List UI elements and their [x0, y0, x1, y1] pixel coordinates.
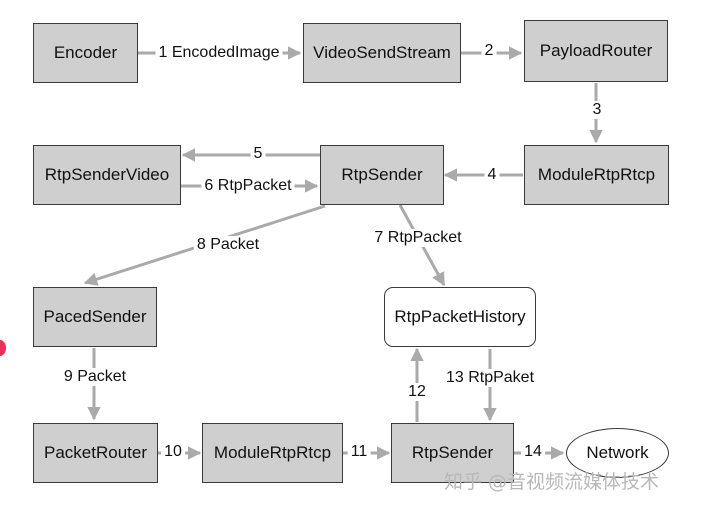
- edge-label-7: 7 RtpPacket: [371, 229, 465, 247]
- module-rtp-rtcp-top-node: ModuleRtpRtcp: [524, 145, 669, 205]
- edge-label-13: 13 RtpPaket: [442, 369, 538, 387]
- encoder-node: Encoder: [33, 23, 138, 83]
- packet-router-node: PacketRouter: [33, 423, 158, 483]
- edge-label-9: 9 Packet: [60, 368, 130, 386]
- video-send-stream-node: VideoSendStream: [303, 23, 461, 83]
- edge-label-14: 14: [521, 443, 545, 461]
- edge-label-4: 4: [484, 166, 500, 184]
- rtp-sender-top-node: RtpSender: [320, 145, 444, 205]
- rtp-packet-history-node: RtpPacketHistory: [384, 287, 536, 347]
- edge-label-1: 1 EncodedImage: [155, 44, 283, 62]
- network-node: Network: [566, 428, 669, 478]
- edge-label-6: 6 RtpPacket: [201, 177, 295, 195]
- module-rtp-rtcp-bottom-node: ModuleRtpRtcp: [202, 423, 343, 483]
- edge-label-11: 11: [347, 443, 371, 461]
- paced-sender-node: PacedSender: [33, 287, 157, 347]
- edge-label-8: 8 Packet: [193, 236, 263, 254]
- edge-label-10: 10: [161, 443, 185, 461]
- edge-label-5: 5: [250, 145, 266, 163]
- decorative-dot: [0, 340, 6, 356]
- edge-label-2: 2: [481, 42, 497, 60]
- rtp-sender-video-node: RtpSenderVideo: [33, 145, 181, 205]
- rtp-sender-bottom-node: RtpSender: [391, 423, 514, 483]
- edge-label-3: 3: [589, 101, 605, 119]
- watermark: 知乎 @音视频流媒体技术: [444, 471, 660, 493]
- edge-label-12: 12: [405, 383, 429, 401]
- payload-router-node: PayloadRouter: [524, 20, 668, 82]
